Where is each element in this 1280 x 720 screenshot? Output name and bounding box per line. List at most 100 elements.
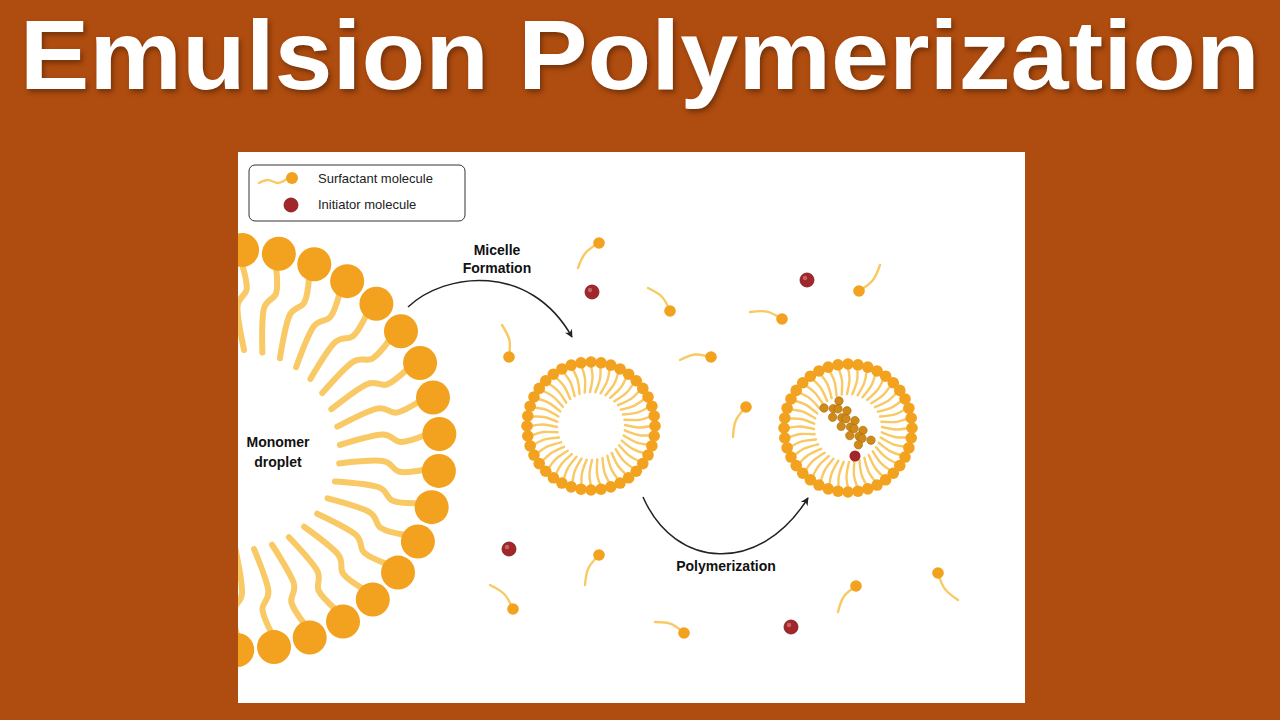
initiator-molecule (502, 542, 516, 556)
legend-sample-tail (259, 179, 287, 183)
surfactant-head (906, 422, 918, 434)
surfactant-tail (328, 498, 406, 535)
surfactant-tail (340, 435, 425, 445)
molecule-art (238, 233, 958, 667)
initiator-highlight (505, 545, 509, 549)
surfactant-head (649, 420, 661, 432)
surfactant-head (503, 351, 515, 363)
surfactant-tail (317, 514, 387, 564)
polymer-bead (867, 436, 875, 444)
surfactant-head (776, 313, 788, 325)
monomer-droplet-shell (238, 233, 456, 667)
initiator-radical (850, 451, 861, 462)
surfactant-head (522, 430, 534, 442)
surfactant-head (565, 359, 577, 371)
surfactant-head (422, 454, 456, 488)
surfactant-tail (564, 373, 575, 397)
legend-label: Initiator molecule (318, 197, 416, 213)
polymer-bead (854, 441, 862, 449)
polymer-bead (842, 415, 850, 423)
surfactant-tail (791, 439, 816, 446)
surfactant-tail (881, 438, 905, 447)
droplet-node: Monomer droplet (238, 432, 318, 472)
surfactant-tail (310, 314, 366, 379)
surfactant-head (842, 358, 854, 370)
surfactant-head (585, 356, 597, 368)
surfactant-tail (304, 527, 363, 589)
surfactant-tail (339, 461, 425, 472)
process-arrow (408, 280, 572, 337)
surfactant-head (705, 351, 717, 363)
surfactant-tail (882, 432, 908, 437)
surfactant-head (853, 285, 865, 297)
surfactant-tail (858, 371, 867, 395)
polymer-bead (835, 397, 843, 405)
surfactant-head (359, 287, 393, 321)
surfactant-head (740, 401, 752, 413)
polymer-bead (837, 422, 845, 430)
surfactant-tail (623, 407, 648, 414)
surfactant-tail (331, 369, 407, 409)
surfactant-tail (238, 264, 247, 350)
surfactant-tail (335, 481, 418, 503)
title-box: Emulsion Polymerization (0, 0, 1280, 110)
legend-samples (259, 172, 298, 212)
surfactant-head (575, 357, 587, 369)
initiator-highlight (787, 623, 791, 627)
surfactant-tail (878, 401, 902, 412)
surfactant-tail (272, 545, 305, 625)
surfactant-head (593, 549, 605, 561)
surfactant-tail (789, 434, 815, 438)
surfactant-head (832, 485, 844, 497)
surfactant-tail (582, 367, 586, 393)
step-label: Micelle Formation (457, 241, 537, 277)
surfactant-tail (789, 418, 815, 423)
surfactant-tail (880, 409, 905, 416)
surfactant-head (416, 381, 450, 415)
surfactant-tail (624, 417, 650, 421)
surfactant-tail (625, 430, 651, 435)
surfactant-head (297, 247, 331, 281)
initiator-molecule (784, 620, 798, 634)
polymer-bead (843, 407, 851, 415)
initiator-molecule (585, 285, 599, 299)
surfactant-head (903, 402, 915, 414)
surfactant-head (356, 583, 390, 617)
surfactant-tail (238, 550, 242, 636)
surfactant-head (779, 412, 791, 424)
legend-swatch (284, 198, 298, 212)
surfactant-tail (590, 366, 593, 392)
surfactant-head (521, 420, 533, 432)
surfactant-tail (595, 367, 600, 393)
surfactant-head (595, 483, 607, 495)
surfactant-tail (597, 459, 601, 485)
legend-label: Surfactant molecule (318, 171, 433, 187)
surfactant-tail (624, 436, 648, 445)
surfactant-head (293, 620, 327, 654)
initiator-molecule (800, 273, 814, 287)
surfactant-head (507, 603, 519, 615)
surfactant-head (646, 400, 658, 412)
surfactant-tail (602, 458, 609, 483)
free-surfactants (490, 237, 958, 639)
legend-box (249, 165, 465, 221)
surfactant-tail (854, 461, 858, 487)
polymer-micelle (778, 358, 918, 498)
surfactant-tail (556, 377, 570, 399)
surfactant-tail (572, 369, 579, 394)
surfactant-head (326, 604, 360, 638)
surfactant-head (524, 440, 536, 452)
surfactant-head (401, 524, 435, 558)
surfactant-tail (612, 453, 626, 475)
surfactant-tail (254, 549, 272, 633)
surfactant-head (403, 346, 437, 380)
surfactant-head (822, 361, 834, 373)
surfactant-head (238, 633, 254, 667)
surfactant-head (381, 556, 415, 590)
surfactant-head (422, 417, 456, 451)
surfactant-head (852, 359, 864, 371)
surfactant-tail (534, 407, 558, 416)
surfactant-tail (846, 462, 849, 488)
polymer-bead (828, 413, 836, 421)
